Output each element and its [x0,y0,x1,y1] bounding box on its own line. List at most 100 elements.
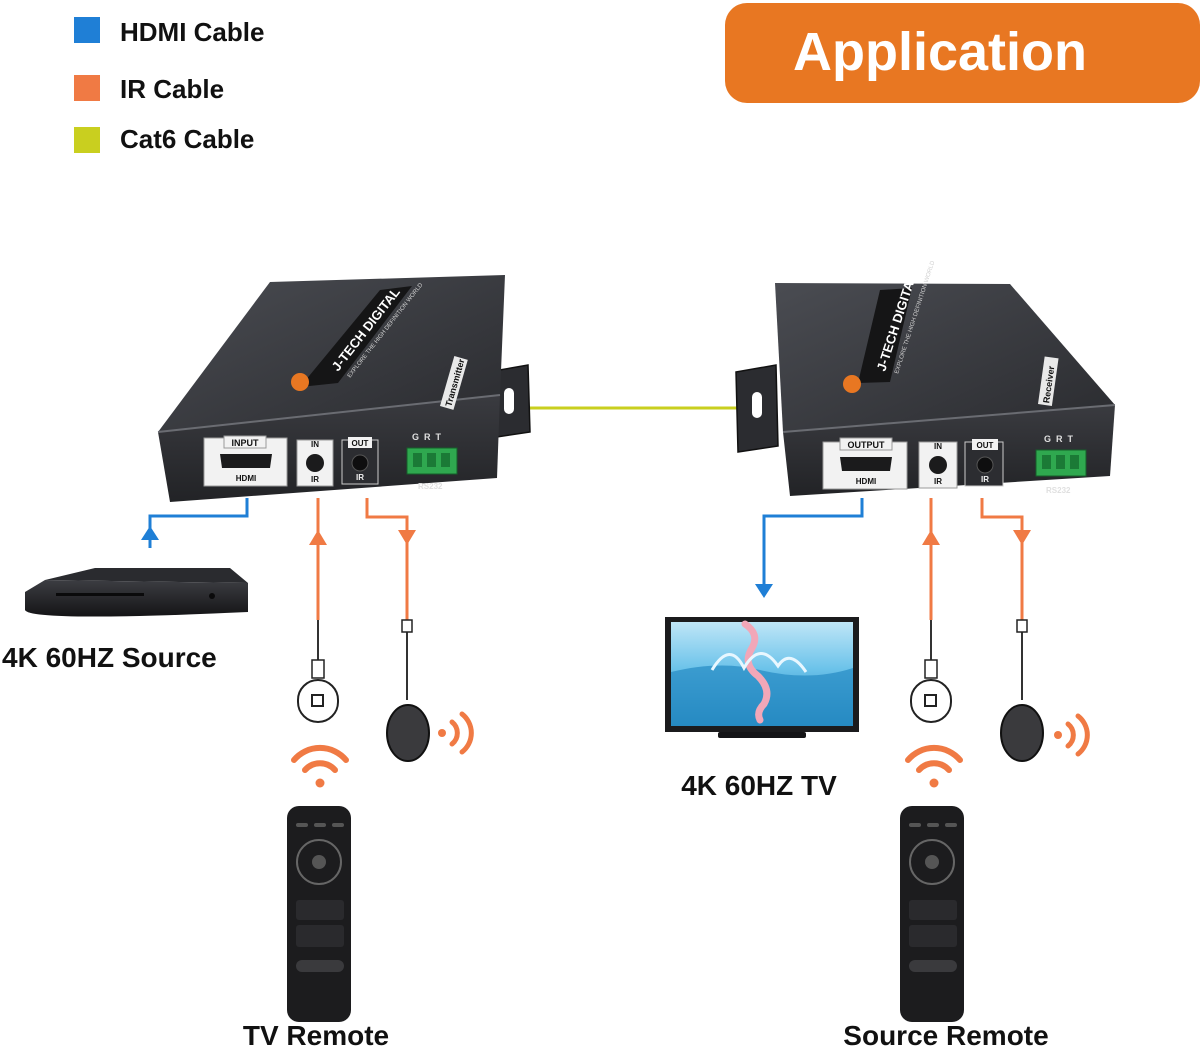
tx-signal-wave-1 [449,719,460,747]
receiver-logo-icon [843,375,861,393]
transmitter-rs232-pin-1 [413,453,422,467]
application-banner: Application [725,3,1200,103]
source-remote-key-row-2 [909,925,957,947]
source-remote-wifi-arc-1 [916,760,952,773]
source-remote-icon [900,744,964,1022]
source-remote-volume-key [909,960,957,972]
legend-swatch-hdmi [74,17,100,43]
receiver-rs232-label: RS232 [1046,486,1071,495]
receiver-unit: J-TECH DIGITAL EXPLORE THE HIGH DEFINITI… [735,260,1116,496]
transmitter-mount-slot [504,388,514,414]
receiver-ir-out-port: OUT IR [964,439,1004,487]
rx-signal-wave-1 [1065,721,1076,749]
tx-ir-in-arrow-up-icon [309,530,327,545]
transmitter-ir-out-label: OUT [352,439,369,448]
hdmi-cable-tv-arrow-down-icon [755,584,773,598]
rx-ir-in-arrow-up-icon [922,530,940,545]
banner-background [725,3,1200,103]
legend: HDMI Cable IR Cable Cat6 Cable [74,17,264,154]
transmitter-ir-in-label: IN [311,440,319,449]
rx-ir-blaster-emitter-icon [1000,619,1044,762]
receiver-hdmi-top-plate [839,437,893,451]
receiver-rs232-pin-2 [1056,455,1065,469]
legend-label-ir: IR Cable [120,74,224,104]
tx-ir-blaster-emitter-icon [386,619,430,762]
receiver-edge [782,404,1116,433]
tv-screen-flamingo [741,620,771,724]
transmitter-logo-icon [291,373,309,391]
banner-title: Application [793,22,1087,82]
transmitter-rs232-port: G R T RS232 [406,432,458,491]
transmitter-ir-in-ir: IR [311,475,319,484]
hdmi-cable-source-arrow-up-icon [141,526,159,540]
transmitter-ir-in-port: IN IR [296,439,334,487]
transmitter-rs232-label: RS232 [418,482,443,491]
rx-signal-wave-2 [1075,713,1090,757]
transmitter-hdmi-top-label: INPUT [232,438,260,448]
rx-ir-sensor-plug [924,659,938,679]
transmitter-rs232-pin-3 [441,453,450,467]
source-remote-top-button-3 [945,823,957,827]
transmitter-hdmi-bottom-label: HDMI [236,474,256,483]
tx-ir-out-cable-line [365,498,409,620]
player-top [45,568,248,583]
legend-item-cat6: Cat6 Cable [74,124,254,154]
rx-ir-signal-waves-icon [1054,713,1090,757]
tv-screen-splash [710,652,808,673]
receiver-label-plate [1038,356,1059,406]
source-remote-dpad-center [925,855,939,869]
transmitter-ir-out-jack-icon [351,454,369,472]
tv-remote-dpad [296,839,342,885]
tv-remote-top-button-3 [332,823,344,827]
tv-label: 4K 60HZ TV [681,770,837,801]
source-label: 4K 60HZ Source [2,642,217,673]
source-remote-wifi-dot [929,778,939,788]
legend-swatch-cat6 [74,127,100,153]
tv-remote-wifi-dot [315,778,325,788]
tv-remote-top-button-1 [296,823,308,827]
receiver-brand-band [858,288,912,383]
tv-icon [665,617,859,738]
tx-ir-sensor-window [311,694,324,707]
receiver-ir-out-top-plate [972,439,998,450]
receiver-top-face [775,283,1115,432]
receiver-hdmi-socket-icon [840,457,892,471]
hdmi-cable-source-line [148,498,249,548]
tv-remote-key-row-1 [296,900,344,920]
bluray-player-icon [25,568,248,617]
legend-item-ir: IR Cable [74,74,224,104]
transmitter-brand-band [300,286,412,387]
receiver-rs232-pin-1 [1042,455,1051,469]
hdmi-cable-tv-line [762,498,864,590]
receiver-rs232-port: G R T RS232 [1035,434,1087,495]
tv-remote-key-row-2 [296,925,344,947]
transmitter-hdmi-top-plate [223,435,267,449]
tv-remote-label: TV Remote [243,1020,389,1051]
tx-ir-receiver-sensor-icon [297,620,339,723]
tx-ir-out-arrow-down-icon [398,530,416,545]
receiver-ir-in-jack-icon [929,456,947,474]
tx-signal-dot [438,729,446,737]
source-remote-label: Source Remote [843,1020,1048,1051]
tv-remote-wifi-arc-1 [302,760,338,773]
rx-ir-blaster-body [1000,704,1044,762]
tv-remote-top-button-2 [314,823,326,827]
transmitter-grt-label: G R T [412,432,442,442]
receiver-mount-slot [752,392,762,418]
receiver-hdmi-top-label: OUTPUT [848,440,886,450]
tx-ir-blaster-head [401,619,413,633]
ir-cables-receiver [922,498,1031,620]
rx-signal-dot [1054,731,1062,739]
transmitter-rs232-pin-2 [427,453,436,467]
receiver-hdmi-bottom-label: HDMI [856,477,876,486]
transmitter-label-plate [440,356,468,410]
rx-ir-receiver-sensor-icon [910,620,952,723]
legend-swatch-ir [74,75,100,101]
receiver-ir-in-port: IN IR [918,441,958,489]
receiver-hdmi-port: OUTPUT HDMI [822,437,908,490]
tv-screen-water [671,665,853,726]
player-button [209,593,215,599]
rx-ir-sensor-window [924,694,937,707]
tv-remote-icon [287,744,351,1022]
player-front [25,580,248,617]
